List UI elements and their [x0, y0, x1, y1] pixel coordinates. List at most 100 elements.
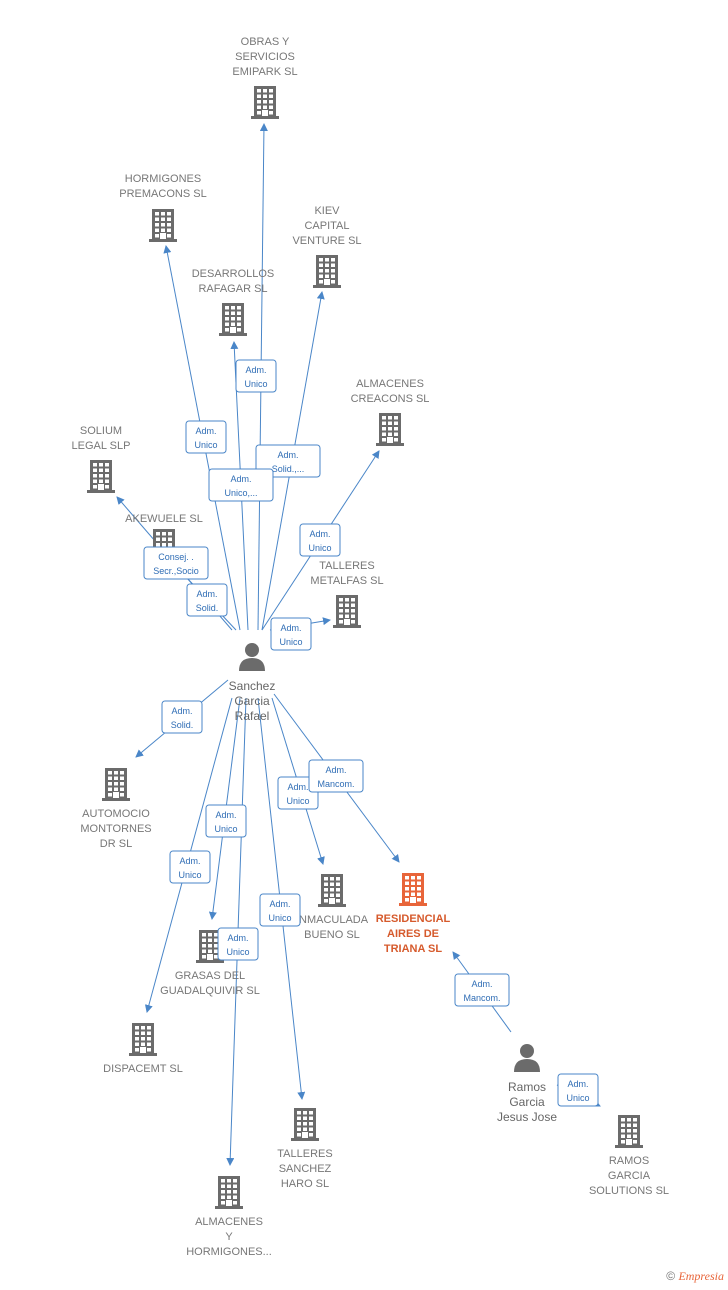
edge-label-text: Mancom. — [463, 993, 500, 1003]
edge-label-text: Secr.,Socio — [153, 566, 199, 576]
building-icon — [102, 768, 130, 801]
edge-label-text: Adm. — [245, 365, 266, 375]
edge-label-p1-c5[interactable]: Adm. Unico — [299, 523, 341, 557]
edge-label-text: Adm. — [179, 856, 200, 866]
company-name-line: DR SL — [100, 838, 132, 850]
edge-label-box[interactable] — [185, 420, 227, 454]
copyright-icon: © — [666, 1269, 676, 1283]
company-node-c8[interactable]: TALLERES METALFAS SL — [310, 560, 384, 628]
edge-label-p1-c9[interactable]: Adm.Solid. — [161, 700, 203, 734]
edge-label-box[interactable] — [217, 927, 259, 961]
company-node-c9[interactable]: AUTOMOCIO MONTORNES DR SL — [80, 768, 152, 850]
edge-label-p2-c11[interactable]: Adm. Mancom. — [454, 973, 510, 1007]
company-name-line: METALFAS SL — [310, 575, 383, 587]
edge-label-p1-c8[interactable]: Adm.Unico — [270, 617, 312, 651]
person-name-line: Garcia — [509, 1095, 545, 1109]
edge-label-text: Adm. — [471, 979, 492, 989]
company-name-line: VENTURE SL — [292, 235, 361, 247]
company-name-line: Y — [225, 1231, 233, 1243]
edge-label-p1-c11[interactable]: Adm.Mancom. — [308, 759, 364, 793]
edge-label-p1-c7[interactable]: Adm.Solid. — [186, 583, 228, 617]
person-name-line: Sanchez — [229, 679, 276, 693]
edge-label-box[interactable] — [270, 617, 312, 651]
company-name-line: EMIPARK SL — [232, 66, 297, 78]
edge-label-box[interactable] — [299, 523, 341, 557]
edge-label-box[interactable] — [143, 546, 209, 580]
edge-label-text: Solid.,... — [272, 464, 305, 474]
brand-logo[interactable]: Empresia — [678, 1269, 724, 1283]
company-name-line: HORMIGONES — [125, 173, 201, 185]
edge-label-box[interactable] — [454, 973, 510, 1007]
company-node-c12[interactable]: GRASAS DEL GUADALQUIVIR SL — [160, 930, 260, 997]
edge-label-box[interactable] — [205, 804, 247, 838]
building-icon — [615, 1115, 643, 1148]
edge-label-p1-c1[interactable]: Adm.Unico — [235, 359, 277, 393]
edge-label-box[interactable] — [308, 759, 364, 793]
edge-label-p1-c14[interactable]: Adm.Unico — [259, 893, 301, 927]
company-name-line: MONTORNES — [80, 823, 151, 835]
company-name-line: TALLERES — [277, 1148, 332, 1160]
edges-layer — [116, 123, 601, 1166]
company-name-line: HORMIGONES... — [186, 1246, 272, 1258]
edge-label-text: Adm. — [567, 1079, 588, 1089]
edge-label-text: Unico — [178, 870, 201, 880]
edge-label-p1-c12[interactable]: Adm.Unico — [205, 804, 247, 838]
edge-label-text: Unico — [308, 543, 331, 553]
edge-label-p1-c6[interactable]: Consej. .Secr.,Socio — [143, 546, 209, 580]
edge-label-text: Adm. — [309, 529, 330, 539]
building-icon — [399, 873, 427, 906]
edge-label-p1-c4[interactable]: Adm.Unico,... — [208, 468, 274, 502]
edge-label-box[interactable] — [259, 893, 301, 927]
company-node-c13[interactable]: DISPACEMT SL — [103, 1023, 183, 1075]
edge-label-p1-c13[interactable]: Adm. Unico — [169, 850, 211, 884]
edge-label-p2-c16[interactable]: Adm.Unico — [557, 1073, 599, 1107]
edge-label-text: Adm. — [269, 899, 290, 909]
company-name-line: GRASAS DEL — [175, 970, 245, 982]
building-icon — [219, 303, 247, 336]
edge-label-box[interactable] — [169, 850, 211, 884]
edge-label-box[interactable] — [208, 468, 274, 502]
company-name-line: AKEWUELE SL — [125, 513, 203, 525]
edge-label-p1-c2[interactable]: Adm.Unico — [185, 420, 227, 454]
company-name-line: INMACULADA — [296, 914, 369, 926]
edge-label-box[interactable] — [161, 700, 203, 734]
edge-label-text: Adm. — [171, 706, 192, 716]
edge-label-text: Adm. — [215, 810, 236, 820]
edge-label-box[interactable] — [277, 776, 319, 810]
edge-label-box[interactable] — [235, 359, 277, 393]
company-node-c10[interactable]: INMACULADA BUENO SL — [296, 874, 369, 941]
edge-label-p1-c15[interactable]: Adm.Unico — [217, 927, 259, 961]
building-icon — [149, 209, 177, 242]
footer: © Empresia — [666, 1269, 724, 1284]
edge-label-text: Unico — [286, 796, 309, 806]
edge-label-box[interactable] — [186, 583, 228, 617]
edge-label-box[interactable] — [557, 1073, 599, 1107]
company-node-c15[interactable]: ALMACENESYHORMIGONES... — [186, 1176, 272, 1258]
company-name-line: KIEV — [314, 205, 340, 217]
company-name-line: AIRES DE — [387, 928, 439, 940]
company-name-line: TALLERES — [319, 560, 374, 572]
company-name-line: HARO SL — [281, 1178, 329, 1190]
person-name-line: Jesus Jose — [497, 1110, 557, 1124]
edge-label-p1-c10[interactable]: Adm.Unico — [277, 776, 319, 810]
company-name-line: GUADALQUIVIR SL — [160, 985, 260, 997]
edge-label-text: Unico — [226, 947, 249, 957]
building-icon — [313, 255, 341, 288]
company-name-line: AUTOMOCIO — [82, 808, 150, 820]
company-name-line: BUENO SL — [304, 929, 360, 941]
person-icon — [239, 643, 265, 671]
person-name-line: Ramos — [508, 1080, 546, 1094]
building-icon — [291, 1108, 319, 1141]
